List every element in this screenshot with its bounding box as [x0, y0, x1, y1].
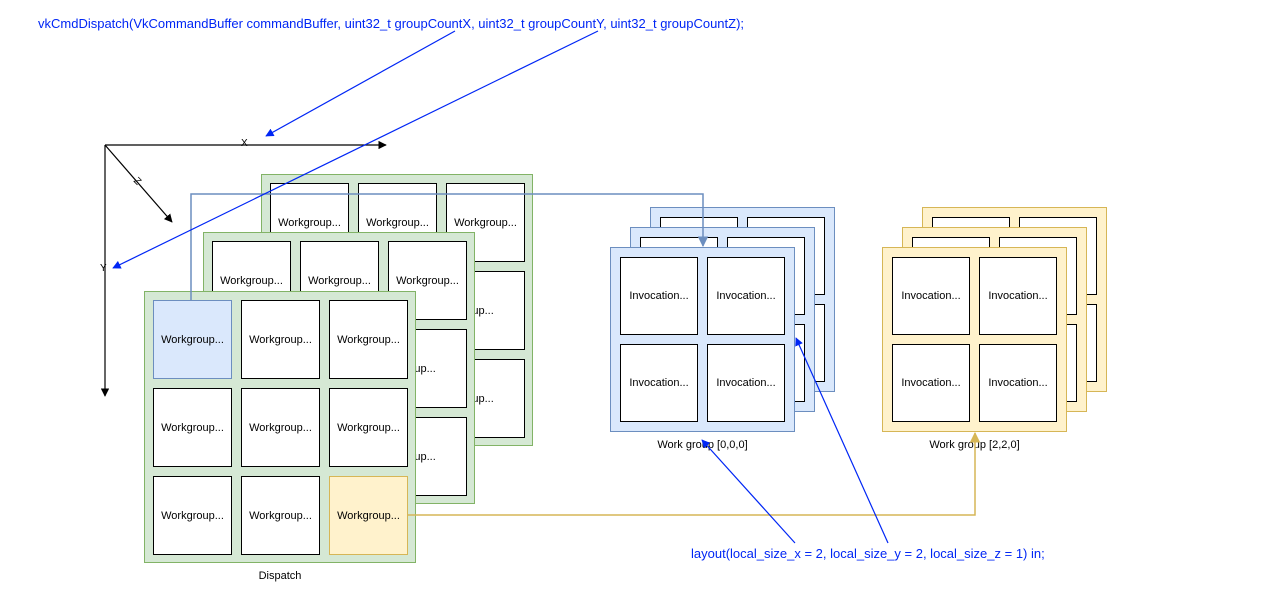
connector-target-to-workgroup-b: [407, 431, 981, 516]
workgroup-label: Workgroup...: [337, 421, 400, 434]
invocation-cell: Invocation...: [979, 344, 1057, 422]
workgroup-cell: Workgroup...: [446, 183, 525, 262]
pointer-local-size-y: [795, 337, 889, 544]
workgroup-label: Workgroup...: [220, 274, 283, 287]
workgroup-label: Workgroup...: [337, 333, 400, 346]
invocation-label: Invocation...: [988, 377, 1048, 389]
pointer-groupcounty: [112, 30, 599, 269]
workgroup-label: Workgroup...: [278, 216, 341, 229]
layout-declaration-code: layout(local_size_x = 2, local_size_y = …: [691, 546, 1045, 561]
workgroup-label: Workgroup...: [161, 333, 224, 346]
workgroup-label: Workgroup...: [366, 216, 429, 229]
invocation-label: Invocation...: [629, 290, 689, 302]
workgroup-cell-highlight-target: Workgroup...: [329, 476, 408, 555]
invocation-label: Invocation...: [901, 377, 961, 389]
invocation-label: Invocation...: [988, 290, 1048, 302]
dispatch-layer-front: Workgroup... Workgroup... Workgroup... Work…: [144, 291, 416, 563]
workgroup-label: Workgroup...: [396, 274, 459, 287]
workgroup-label: Workgroup...: [161, 509, 224, 522]
pointer-groupcountx: [265, 30, 456, 137]
workgroup-cell: Workgroup...: [329, 300, 408, 379]
workgroup-cell: Workgroup...: [241, 388, 320, 467]
invocation-cell: Invocation...: [707, 257, 785, 335]
workgroup-label: Workgroup...: [454, 216, 517, 229]
axis-y-label: Y: [100, 263, 107, 274]
dispatch-call-code: vkCmdDispatch(VkCommandBuffer commandBuf…: [38, 16, 745, 31]
workgroup-cell-highlight-origin: Workgroup...: [153, 300, 232, 379]
workgroup-label: Workgroup...: [249, 333, 312, 346]
invocation-cell: Invocation...: [707, 344, 785, 422]
workgroup-a-layer-front: Invocation... Invocation... Invocation... I…: [610, 247, 795, 432]
connector-origin-to-workgroup-a: [190, 193, 709, 300]
workgroup-label: Workgroup...: [308, 274, 371, 287]
invocation-cell: Invocation...: [979, 257, 1057, 335]
pointer-local-size-x: [701, 439, 796, 544]
workgroup-label: Workgroup...: [249, 509, 312, 522]
invocation-cell: Invocation...: [620, 344, 698, 422]
invocation-cell: Invocation...: [892, 344, 970, 422]
dispatch-caption: Dispatch: [258, 570, 302, 582]
workgroup-label: Workgroup...: [337, 509, 400, 522]
workgroup-cell: Workgroup...: [153, 476, 232, 555]
invocation-cell: Invocation...: [620, 257, 698, 335]
invocation-label: Invocation...: [716, 377, 776, 389]
invocation-label: Invocation...: [629, 377, 689, 389]
workgroup-cell: Workgroup...: [329, 388, 408, 467]
invocation-cell: Invocation...: [892, 257, 970, 335]
workgroup-cell: Workgroup...: [241, 300, 320, 379]
workgroup-cell: Workgroup...: [241, 476, 320, 555]
invocation-label: Invocation...: [716, 290, 776, 302]
workgroup-label: Workgroup...: [249, 421, 312, 434]
workgroup-cell: Workgroup...: [153, 388, 232, 467]
axis-x-label: X: [241, 138, 248, 149]
workgroup-b-layer-front: Invocation... Invocation... Invocation... I…: [882, 247, 1067, 432]
workgroup-label: Workgroup...: [161, 421, 224, 434]
axis-z-arrow: [104, 144, 173, 223]
invocation-label: Invocation...: [901, 290, 961, 302]
